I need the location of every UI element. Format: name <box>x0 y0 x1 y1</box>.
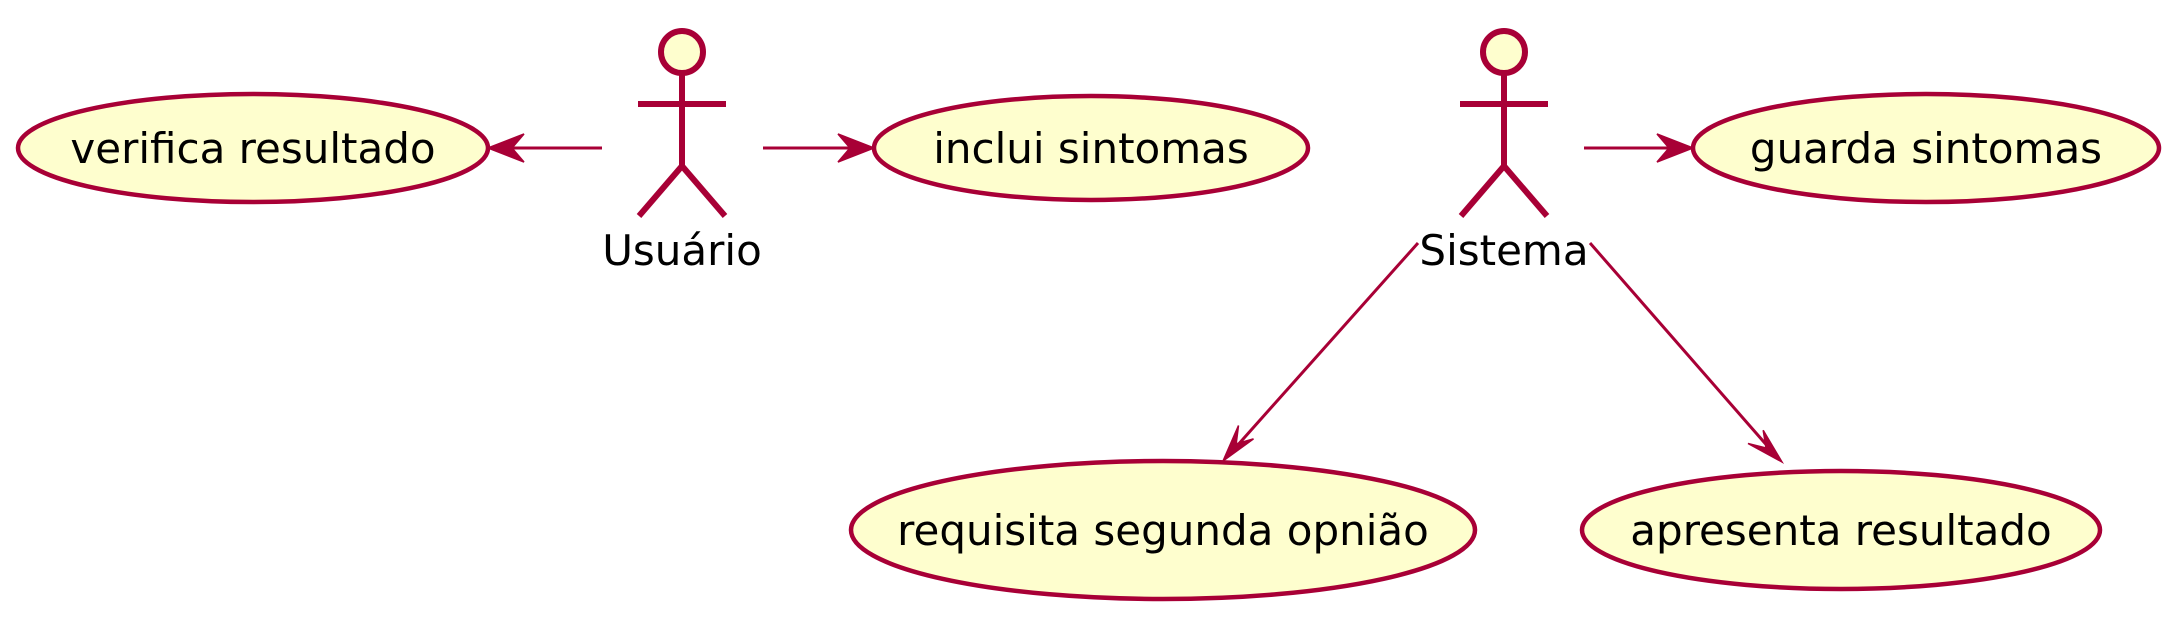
actor-usuario: Usuário <box>602 28 762 275</box>
relation-usuario-verifica-resultado <box>485 133 602 163</box>
edge-line <box>1588 242 1779 458</box>
edge-line <box>1226 242 1420 457</box>
usecase-apresenta-resultado: apresenta resultado <box>1579 468 2103 592</box>
relation-usuario-inclui-sintomas <box>763 133 877 163</box>
usecase-requisita-segunda-opniao: requisita segunda opnião <box>848 458 1478 602</box>
arrowhead-icon <box>1747 429 1785 464</box>
usecase-verifica-resultado: verifica resultado <box>15 91 491 205</box>
usecase-label: inclui sintomas <box>933 124 1249 173</box>
arrowhead-icon <box>1221 425 1254 464</box>
actor-label: Usuário <box>602 226 762 275</box>
usecase-label: requisita segunda opnião <box>897 506 1429 555</box>
relation-sistema-apresenta-resultado <box>1588 242 1785 464</box>
actor-stick-figure-icon <box>636 28 728 218</box>
actor-label: Sistema <box>1419 226 1588 275</box>
actor-sistema: Sistema <box>1419 28 1589 275</box>
arrowhead-icon <box>485 133 525 163</box>
usecase-inclui-sintomas: inclui sintomas <box>871 93 1311 203</box>
usecase-guarda-sintomas: guarda sintomas <box>1690 91 2162 205</box>
usecase-label: apresenta resultado <box>1630 506 2051 555</box>
arrowhead-icon <box>1656 133 1696 163</box>
actor-stick-figure-icon <box>1458 28 1550 218</box>
usecase-label: guarda sintomas <box>1750 124 2102 173</box>
arrowhead-icon <box>837 133 877 163</box>
usecase-label: verifica resultado <box>70 124 435 173</box>
relation-sistema-guarda-sintomas <box>1584 133 1696 163</box>
relation-sistema-requisita-segunda-opniao <box>1221 242 1420 464</box>
